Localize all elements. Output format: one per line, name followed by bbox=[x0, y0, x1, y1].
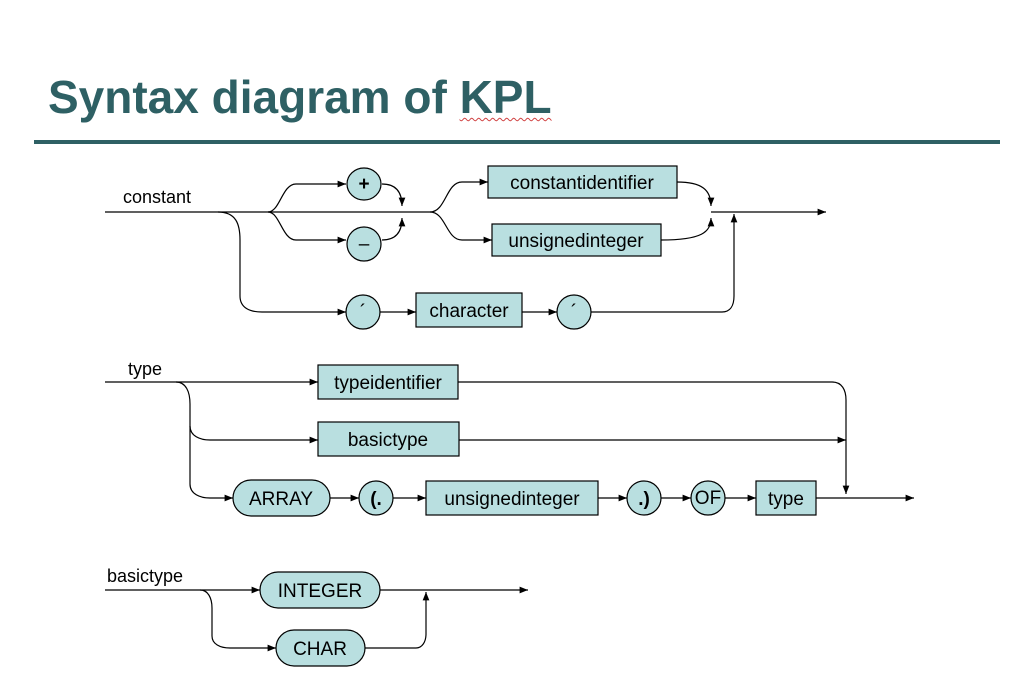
constant-plus-path bbox=[267, 180, 346, 213]
title-kpl: KPL bbox=[459, 71, 552, 123]
constant-to-constid bbox=[429, 178, 488, 213]
constantidentifier-label: constantidentifier bbox=[510, 173, 654, 194]
rule-name-basictype: basictype bbox=[107, 566, 183, 586]
basictype-diagram: basictype INTEGER CHAR bbox=[105, 566, 528, 667]
constant-uint-merge bbox=[660, 217, 715, 241]
char-keyword-node: CHAR bbox=[275, 629, 366, 667]
array-keyword-node: ARRAY bbox=[232, 479, 331, 517]
constant-minus-merge bbox=[381, 217, 406, 241]
basictype-char-branch bbox=[199, 589, 276, 652]
rbracket-node: .) bbox=[626, 480, 662, 516]
constant-char-return bbox=[591, 214, 738, 313]
page-title: Syntax diagram of KPL bbox=[48, 70, 552, 124]
rule-name-constant: constant bbox=[123, 187, 191, 207]
minus-sign-label: – bbox=[359, 234, 370, 255]
type-array-branch bbox=[189, 426, 233, 502]
character-label: character bbox=[429, 301, 509, 322]
constant-to-uint bbox=[429, 211, 492, 244]
type-ref-label: type bbox=[768, 489, 804, 510]
type-basic-branch bbox=[175, 381, 318, 444]
type-basictype-label: basictype bbox=[348, 430, 428, 451]
char-keyword-label: CHAR bbox=[293, 639, 347, 660]
title-rule bbox=[34, 140, 1000, 144]
type-basictype-node: basictype bbox=[317, 421, 460, 457]
type-unsignedinteger-node: unsignedinteger bbox=[425, 480, 599, 516]
constantidentifier-node: constantidentifier bbox=[487, 165, 678, 199]
integer-keyword-node: INTEGER bbox=[259, 571, 381, 609]
constant-constid-merge bbox=[676, 181, 715, 207]
constant-diagram: constant + – consta bbox=[105, 165, 826, 330]
typeidentifier-label: typeidentifier bbox=[334, 373, 442, 394]
constant-minus-path bbox=[267, 211, 346, 244]
quote-close-label: ´ bbox=[571, 302, 577, 323]
constant-plus-merge bbox=[381, 183, 406, 207]
minus-sign-node: – bbox=[346, 226, 382, 262]
type-unsignedinteger-label: unsignedinteger bbox=[444, 489, 580, 510]
rule-name-type: type bbox=[128, 359, 162, 379]
plus-sign-label: + bbox=[358, 174, 369, 195]
type-typeid-exit bbox=[458, 381, 850, 494]
quote-close-node: ´ bbox=[556, 294, 592, 330]
basictype-char-return bbox=[365, 592, 430, 649]
type-diagram: type typeidentifier basictype ARRAY (. bbox=[105, 359, 914, 517]
of-keyword-label: OF bbox=[695, 488, 721, 509]
title-text: Syntax diagram of bbox=[48, 71, 460, 123]
lbracket-label: (. bbox=[370, 489, 382, 510]
typeidentifier-node: typeidentifier bbox=[317, 364, 459, 400]
rbracket-label: .) bbox=[638, 489, 650, 510]
integer-keyword-label: INTEGER bbox=[278, 581, 362, 602]
character-node: character bbox=[415, 292, 523, 328]
type-ref-node: type bbox=[755, 480, 817, 516]
of-keyword-node: OF bbox=[690, 480, 726, 516]
plus-sign-node: + bbox=[346, 167, 382, 201]
constant-unsignedinteger-label: unsignedinteger bbox=[508, 231, 644, 252]
constant-unsignedinteger-node: unsignedinteger bbox=[491, 223, 662, 257]
constant-char-branch bbox=[217, 211, 346, 316]
array-keyword-label: ARRAY bbox=[249, 489, 313, 510]
quote-open-label: ´ bbox=[360, 302, 366, 323]
quote-open-node: ´ bbox=[345, 294, 381, 330]
lbracket-node: (. bbox=[358, 480, 394, 516]
